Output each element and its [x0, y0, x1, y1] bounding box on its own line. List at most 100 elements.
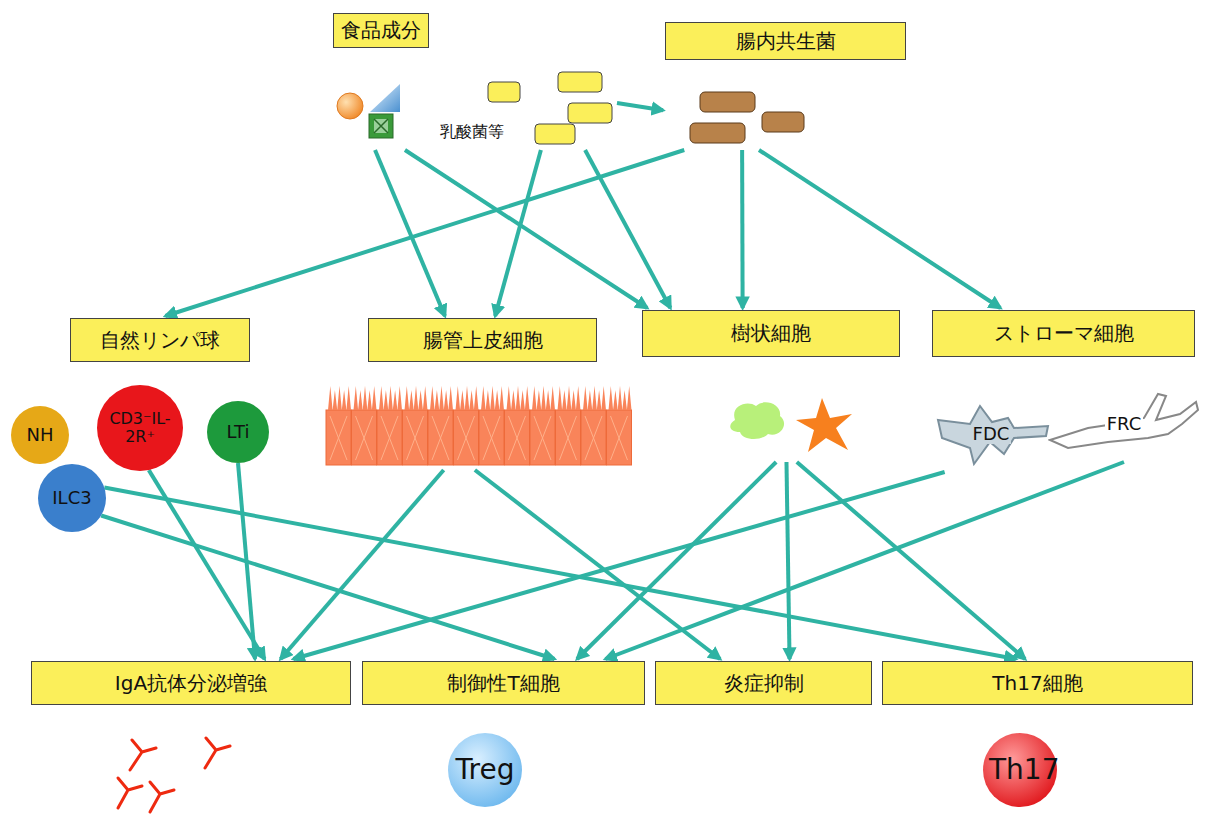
- arrow-connector: [577, 462, 776, 659]
- node-text: 腸管上皮細胞: [423, 329, 543, 352]
- cell-circle: Th17: [982, 732, 1058, 808]
- arrow-connector: [101, 516, 554, 660]
- cell-group-box: ストローマ細胞: [932, 310, 1195, 357]
- arrow-connector: [104, 488, 1015, 660]
- antibody-symbols: [118, 738, 230, 812]
- circle-shape: [207, 401, 269, 463]
- stromal-cell: FRC: [1048, 388, 1200, 460]
- microvillus: [346, 386, 351, 410]
- arrow-connector: [786, 462, 789, 659]
- epithelial-cell: [530, 410, 555, 465]
- microvillus: [571, 390, 576, 410]
- microvillus: [511, 390, 516, 410]
- node-text: FRC: [1105, 414, 1144, 435]
- microvillus: [465, 386, 470, 410]
- outcome-box: Th17細胞: [882, 661, 1193, 705]
- microvillus: [507, 386, 512, 410]
- node-text: Th17: [989, 754, 1051, 786]
- microvillus: [481, 386, 486, 410]
- microvillus: [474, 386, 479, 410]
- microvillus: [358, 390, 363, 410]
- arrow-connector: [281, 470, 444, 659]
- microvillus: [367, 390, 372, 410]
- node-text: NH: [27, 425, 54, 446]
- microvillus: [393, 390, 398, 410]
- microvillus: [423, 386, 428, 410]
- microvillus: [444, 390, 449, 410]
- arrow-connector: [375, 150, 445, 316]
- cell-mark: [585, 416, 602, 460]
- stromal-cell: FDC: [930, 398, 1052, 470]
- arrow-connector: [605, 462, 1124, 659]
- microvillus: [388, 386, 393, 410]
- circle-shape: [38, 464, 106, 532]
- cell-mark: [432, 416, 449, 460]
- microvillus: [546, 390, 551, 410]
- microvillus: [439, 386, 444, 410]
- microvillus: [486, 390, 491, 410]
- microvillus: [405, 386, 410, 410]
- node-text: LTi: [227, 422, 250, 443]
- microvillus: [469, 390, 474, 410]
- label-box: 樹状細胞: [642, 310, 900, 357]
- microvillus: [397, 386, 402, 410]
- microvillus: [550, 386, 555, 410]
- text-holder: FDC: [930, 398, 1052, 470]
- microvillus: [516, 386, 521, 410]
- text-holder: NH: [10, 405, 70, 465]
- text-holder: LTi: [206, 400, 270, 464]
- cell-mark: [483, 416, 500, 460]
- microvillus: [379, 386, 384, 410]
- label-box: 食品成分: [333, 13, 429, 48]
- microvillus: [490, 386, 495, 410]
- microvillus: [532, 386, 537, 410]
- microvillus: [499, 386, 504, 410]
- microvillus: [537, 390, 542, 410]
- microvillus: [541, 386, 546, 410]
- arrow-connector: [740, 150, 745, 308]
- circle-shape: [97, 385, 183, 471]
- arrow-connector: [495, 150, 541, 316]
- dendritic-illustration: [730, 398, 852, 452]
- node-text: Th17細胞: [992, 672, 1082, 695]
- microvillus: [562, 390, 567, 410]
- microvillus: [618, 386, 623, 410]
- microvillus: [342, 390, 347, 410]
- cell-shape: [938, 406, 1048, 464]
- microvillus: [567, 386, 572, 410]
- cell-circle: NH: [10, 405, 70, 465]
- label-box: 腸内共生菌: [665, 22, 906, 60]
- arrow-connector: [165, 150, 684, 316]
- epithelial-cell: [428, 410, 453, 465]
- lactic-bacteria: [488, 72, 612, 144]
- arrow-connector: [617, 103, 663, 110]
- food-items: [337, 84, 400, 138]
- microvillus: [597, 390, 602, 410]
- text-holder: FRC: [1048, 388, 1200, 460]
- microvillus: [337, 386, 342, 410]
- microvillus: [354, 386, 359, 410]
- epithelial-cell: [581, 410, 606, 465]
- cell-mark: [611, 416, 628, 460]
- circle-shape: [448, 733, 522, 807]
- epithelial-cell: [556, 410, 581, 465]
- epithelial-cell: [454, 410, 479, 465]
- arrow-connector: [797, 462, 1025, 659]
- cell-mark: [330, 416, 347, 460]
- node-text: ILC3: [52, 488, 91, 509]
- cell-circle: LTi: [206, 400, 270, 464]
- text-holder: CD3⁻IL-2R⁺: [96, 384, 184, 472]
- epithelial-cell: [377, 410, 402, 465]
- circle-shape: [983, 733, 1057, 807]
- illustration-label: 乳酸菌等: [440, 122, 504, 143]
- microvillus: [328, 386, 333, 410]
- cell-shape: [1050, 394, 1198, 448]
- commensal-bacteria: [690, 92, 804, 143]
- microvillus: [583, 386, 588, 410]
- microvillus: [576, 386, 581, 410]
- microvillus: [418, 390, 423, 410]
- microvillus: [384, 390, 389, 410]
- node-text: 制御性T細胞: [447, 672, 559, 695]
